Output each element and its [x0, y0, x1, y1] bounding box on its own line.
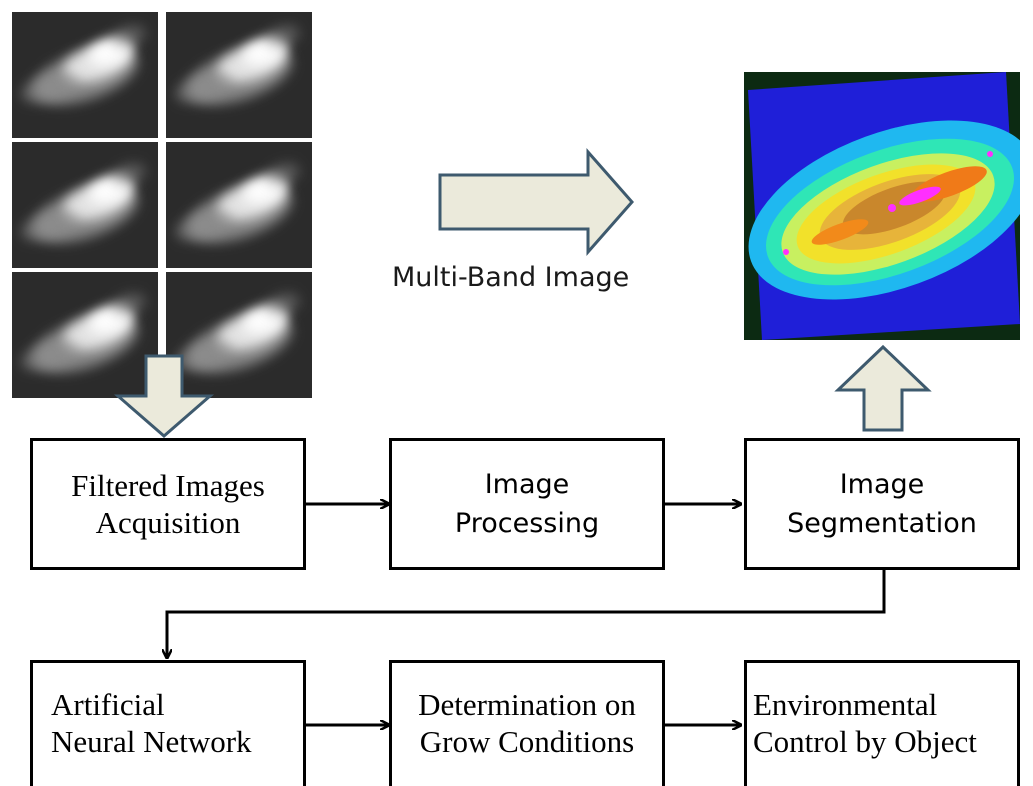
node-environmental-label: Environmental Control by Object	[753, 686, 977, 759]
down-arrow-icon	[113, 354, 215, 438]
node-environmental-control: Environmental Control by Object	[744, 660, 1020, 786]
multi-band-caption: Multi-Band Image	[392, 262, 630, 293]
up-arrow-icon	[834, 344, 932, 432]
segmap-region-magenta	[899, 186, 941, 206]
segmented-image	[744, 72, 1020, 340]
band-image-6	[166, 272, 312, 398]
node-determination-label: Determination on Grow Conditions	[418, 686, 636, 759]
node-processing-label: Image Processing	[454, 468, 600, 539]
segmap-spot-1	[888, 204, 896, 212]
node-image-segmentation: Image Segmentation	[744, 438, 1020, 570]
node-artificial-neural-network: Artificial Neural Network	[30, 660, 306, 786]
node-filtered-label: Filtered Images Acquisition	[71, 467, 265, 540]
band-image-1	[12, 12, 158, 138]
big-right-arrow-icon	[438, 148, 634, 256]
node-segmentation-label: Image Segmentation	[787, 468, 977, 539]
band-image-2	[166, 12, 312, 138]
band-image-3	[12, 142, 158, 268]
band-image-4	[166, 142, 312, 268]
node-image-processing: Image Processing	[389, 438, 665, 570]
segmap-region-orange-2	[811, 219, 869, 245]
segmap-spot-2	[987, 151, 993, 157]
band-image-5	[12, 272, 158, 398]
node-filtered-images-acquisition: Filtered Images Acquisition	[30, 438, 306, 570]
segmap-spot-3	[783, 249, 789, 255]
connector-segmentation-to-ann	[167, 569, 886, 658]
node-ann-label: Artificial Neural Network	[51, 686, 252, 759]
node-determination-grow-conditions: Determination on Grow Conditions	[389, 660, 665, 786]
